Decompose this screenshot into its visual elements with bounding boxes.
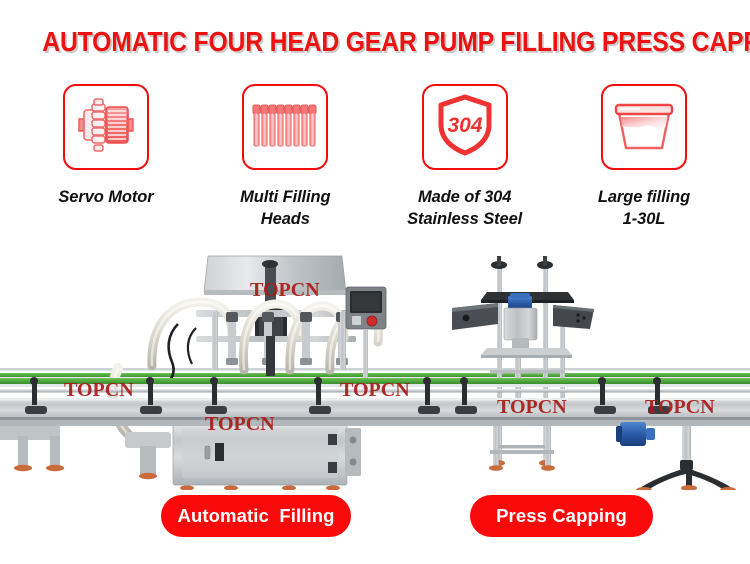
feature-label: Servo Motor bbox=[58, 188, 154, 206]
filling-head bbox=[147, 297, 238, 371]
feature-label: Made of 304 Stainless Steel bbox=[407, 188, 523, 228]
feature-label: Large filling 1-30L bbox=[597, 188, 691, 228]
page-title: AUTOMATIC FOUR HEAD GEAR PUMP FILLING PR… bbox=[42, 26, 750, 57]
feature-icon-box: 304 bbox=[421, 84, 508, 170]
feature-icon-box bbox=[600, 84, 687, 170]
servo-motor-icon bbox=[74, 96, 138, 159]
feature-label: Multi Filling Heads bbox=[240, 188, 331, 228]
infeed-conveyor-front bbox=[0, 377, 750, 426]
watermark-topcn: TOPCN bbox=[497, 396, 567, 418]
watermark-topcn: TOPCN bbox=[250, 279, 320, 301]
feature-multi-filling-heads: Multi Filling Heads bbox=[201, 84, 369, 231]
machine-photo: TOPCN TOPCN TOPCN TOPCN TOPCN TOPCN bbox=[0, 250, 750, 490]
conveyor-drive-leg-right bbox=[616, 422, 736, 490]
feature-highlights-row: Servo Motor bbox=[0, 84, 750, 231]
feature-icon-box bbox=[242, 84, 329, 170]
bucket-container-icon bbox=[611, 96, 677, 159]
shield-304-icon: 304 bbox=[436, 94, 494, 161]
conveyor-support-legs bbox=[489, 426, 555, 471]
filling-station bbox=[147, 255, 387, 490]
emergency-stop-button bbox=[366, 315, 378, 327]
control-panel[interactable] bbox=[345, 286, 387, 391]
caption-buttons-row: Automatic Filling Press Capping bbox=[0, 495, 750, 537]
feature-304-stainless-steel: 304 Made of 304 Stainless Steel bbox=[381, 84, 549, 231]
press-capping-button[interactable]: Press Capping bbox=[470, 495, 653, 537]
watermark-topcn: TOPCN bbox=[205, 413, 275, 435]
feature-servo-motor: Servo Motor bbox=[22, 84, 190, 231]
feature-large-filling-volume: Large filling 1-30L bbox=[560, 84, 728, 231]
conveyor-tail-left bbox=[0, 426, 64, 472]
page-title-bar: AUTOMATIC FOUR HEAD GEAR PUMP FILLING PR… bbox=[0, 26, 750, 58]
feature-icon-box bbox=[63, 84, 149, 170]
automatic-filling-button[interactable]: Automatic Filling bbox=[161, 495, 351, 537]
watermark-topcn: TOPCN bbox=[64, 379, 134, 401]
capping-station bbox=[452, 256, 594, 466]
watermark-topcn: TOPCN bbox=[645, 396, 715, 418]
watermark-topcn: TOPCN bbox=[340, 379, 410, 401]
multi-filling-nozzles-icon bbox=[252, 97, 318, 158]
shield-badge-text: 304 bbox=[447, 114, 482, 137]
